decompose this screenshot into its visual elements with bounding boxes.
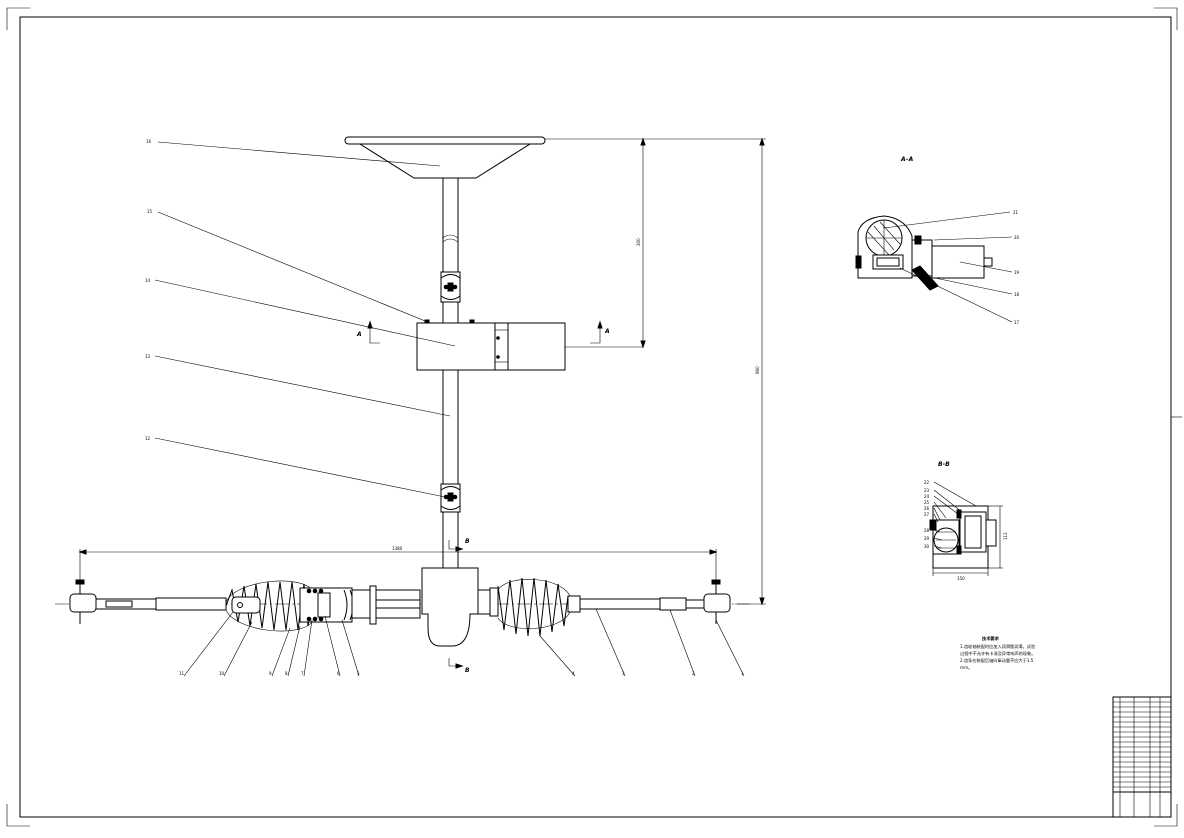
part-number-3: 3: [622, 671, 625, 676]
dimension-vertical-tall: 960: [755, 366, 760, 374]
sheet-frame: [6, 7, 1182, 827]
aa-part-20: 20: [1014, 235, 1020, 240]
leaders-main: 16 15 14 13 12 11 10 9 8 7 6 5 4 3 2 1: [145, 139, 745, 677]
bb-part-29: 29: [924, 536, 930, 541]
part-number-14: 14: [145, 278, 151, 283]
bb-part-24: 24: [924, 494, 930, 499]
part-number-1: 1: [741, 671, 744, 676]
dimension-horizontal-track: 1380: [392, 546, 403, 551]
dimensions-main: 300 960 1380: [78, 137, 766, 606]
notes-line-1: 1.齿轮轴装配时应加入润滑脂润滑。试验: [960, 643, 1036, 650]
rack-assembly: [55, 567, 750, 647]
part-number-4: 4: [572, 671, 575, 676]
dimension-vertical-short: 300: [636, 238, 641, 246]
part-number-2: 2: [692, 671, 695, 676]
aa-part-17: 17: [1014, 320, 1020, 325]
part-number-9: 9: [269, 671, 272, 676]
part-number-13: 13: [145, 354, 151, 359]
steering-column-upper: [440, 177, 461, 324]
bb-part-22: 22: [924, 480, 930, 485]
part-number-7: 7: [301, 671, 304, 676]
part-number-5: 5: [357, 671, 360, 676]
notes-line-4: mm。: [960, 665, 972, 670]
section-a-left-label: A: [356, 331, 362, 338]
section-view-aa: A–A 21 20 19 18 17: [855, 156, 1020, 325]
bb-part-27: 27: [924, 512, 930, 517]
section-b-bottom-label: B: [465, 667, 470, 674]
aa-part-19: 19: [1014, 270, 1020, 275]
steering-wheel: [344, 136, 546, 179]
bb-dimension-height: 112: [1003, 532, 1008, 540]
section-marks: A A B B: [356, 320, 610, 674]
bb-dimension-width: 150: [957, 576, 965, 581]
view-aa-title: A–A: [900, 156, 914, 163]
bb-part-28: 28: [924, 528, 930, 533]
assist-unit: [416, 319, 566, 371]
bb-part-23: 23: [924, 488, 930, 493]
part-number-16: 16: [146, 139, 152, 144]
part-number-8: 8: [285, 671, 288, 676]
section-a-right-label: A: [604, 328, 610, 335]
aa-part-18: 18: [1014, 292, 1020, 297]
technical-notes: 技术要求 1.齿轮轴装配时应加入润滑脂润滑。试验 过程中不允许有卡滞及异常响声的…: [960, 635, 1036, 670]
notes-line-2: 过程中不允许有卡滞及异常响声的现象。: [960, 650, 1035, 657]
part-number-15: 15: [147, 209, 153, 214]
notes-line-3: 2.齿条在装配后轴向窜动量不应大于1.5: [960, 657, 1034, 664]
part-number-11: 11: [179, 671, 185, 676]
section-b-top-label: B: [465, 538, 470, 545]
bb-part-30: 30: [924, 544, 930, 549]
bb-part-25: 25: [924, 500, 930, 505]
part-number-6: 6: [337, 671, 340, 676]
notes-heading: 技术要求: [982, 635, 1000, 642]
part-number-10: 10: [219, 671, 225, 676]
bb-part-26: 26: [924, 506, 930, 511]
view-bb-title: B-B: [938, 461, 950, 468]
aa-part-21: 21: [1013, 210, 1019, 215]
steering-shaft-lower: [440, 369, 461, 570]
section-view-bb: B-B 112 150 22 23 24 25 26 27: [924, 461, 1008, 581]
parts-list-title-block: [1112, 696, 1172, 818]
part-number-12: 12: [145, 436, 151, 441]
